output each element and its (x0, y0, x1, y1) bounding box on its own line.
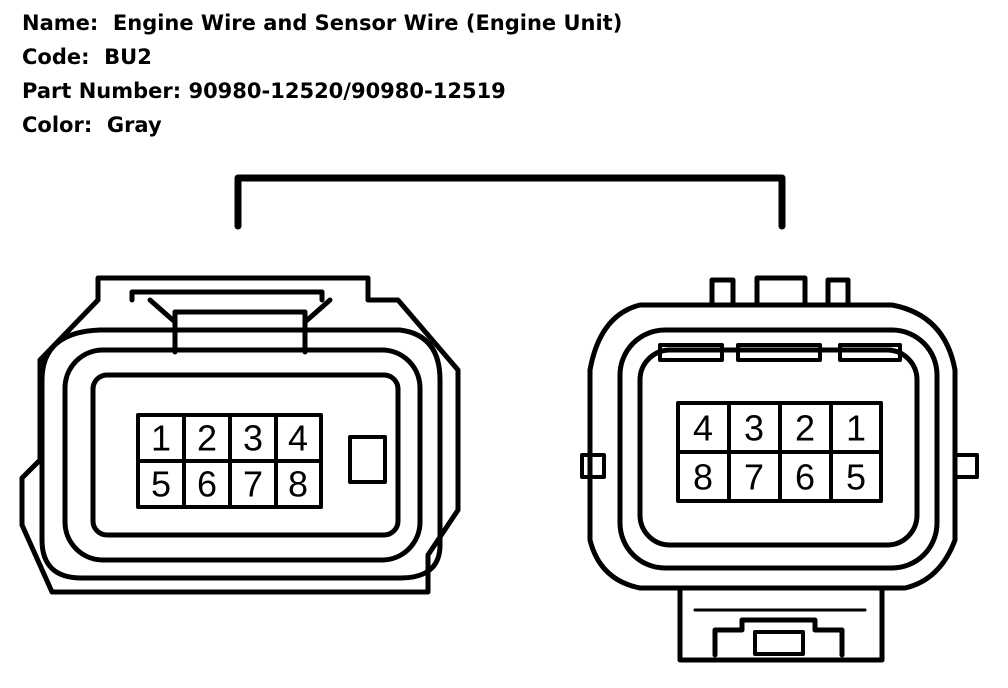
right-pin-label: 1 (846, 408, 866, 449)
right-pin-label: 3 (744, 408, 764, 449)
name-value: Engine Wire and Sensor Wire (Engine Unit… (112, 11, 623, 35)
right-pin-label: 2 (795, 408, 815, 449)
right-pin-label: 4 (693, 408, 713, 449)
right-connector-top-key (754, 275, 808, 308)
code-value: BU2 (104, 45, 152, 69)
right-connector-slot (658, 343, 724, 362)
left-pin-label: 4 (288, 418, 308, 459)
code-label: Code: (22, 45, 90, 69)
right-connector-cavity (617, 327, 940, 571)
left-pin-label: 8 (288, 464, 308, 505)
left-connector (19, 275, 461, 595)
color-row: Color: Gray (22, 108, 622, 142)
right-connector-bottom-lock (712, 617, 845, 658)
part-number-value: 90980-12520/90980-12519 (188, 79, 506, 103)
color-label: Color: (22, 113, 93, 137)
right-connector (580, 275, 979, 663)
right-connector-side-guide-left (580, 453, 606, 479)
left-connector-face (90, 372, 401, 538)
left-pin-label: 5 (151, 464, 171, 505)
right-connector-bottom-key (753, 630, 805, 656)
right-connector-bottom-housing (677, 585, 885, 663)
right-connector-top-tab-right (825, 277, 851, 308)
name-label: Name: (22, 11, 99, 35)
part-number-label: Part Number: (22, 79, 182, 103)
right-connector-top-tab-left (709, 277, 736, 308)
color-value: Gray (106, 113, 162, 137)
left-pin-label: 6 (197, 464, 217, 505)
left-connector-lock-arm-right (302, 297, 333, 325)
pin-labels: 1 2 3 4 5 6 7 8 4 3 2 1 8 7 6 5 (151, 408, 866, 505)
right-pin-label: 7 (744, 457, 764, 498)
right-pin-label: 5 (846, 457, 866, 498)
right-connector-slot (736, 343, 822, 362)
right-connector-face (637, 347, 920, 548)
mating-bracket (234, 174, 786, 230)
right-connector-slot (838, 343, 902, 362)
left-connector-key (348, 435, 387, 484)
left-connector-lock-latch (129, 289, 325, 303)
left-connector-lock-arm-left (147, 297, 178, 325)
left-pin-label: 2 (197, 418, 217, 459)
left-pin-label: 3 (243, 418, 263, 459)
left-connector-cavity (62, 347, 423, 563)
right-pin-label: 6 (795, 457, 815, 498)
left-connector-lock-tab (172, 309, 308, 355)
left-pin-label: 1 (151, 418, 171, 459)
right-connector-outer-shell (587, 302, 958, 591)
part-number-row: Part Number: 90980-12520/90980-12519 (22, 74, 622, 108)
left-pin-label: 7 (243, 464, 263, 505)
name-row: Name: Engine Wire and Sensor Wire (Engin… (22, 6, 622, 40)
code-row: Code: BU2 (22, 40, 622, 74)
right-pin-label: 8 (693, 457, 713, 498)
left-connector-inner-shell (39, 327, 443, 581)
connector-info: Name: Engine Wire and Sensor Wire (Engin… (22, 6, 622, 142)
right-connector-side-guide-right (953, 453, 979, 479)
left-connector-outer-shell (19, 275, 461, 595)
